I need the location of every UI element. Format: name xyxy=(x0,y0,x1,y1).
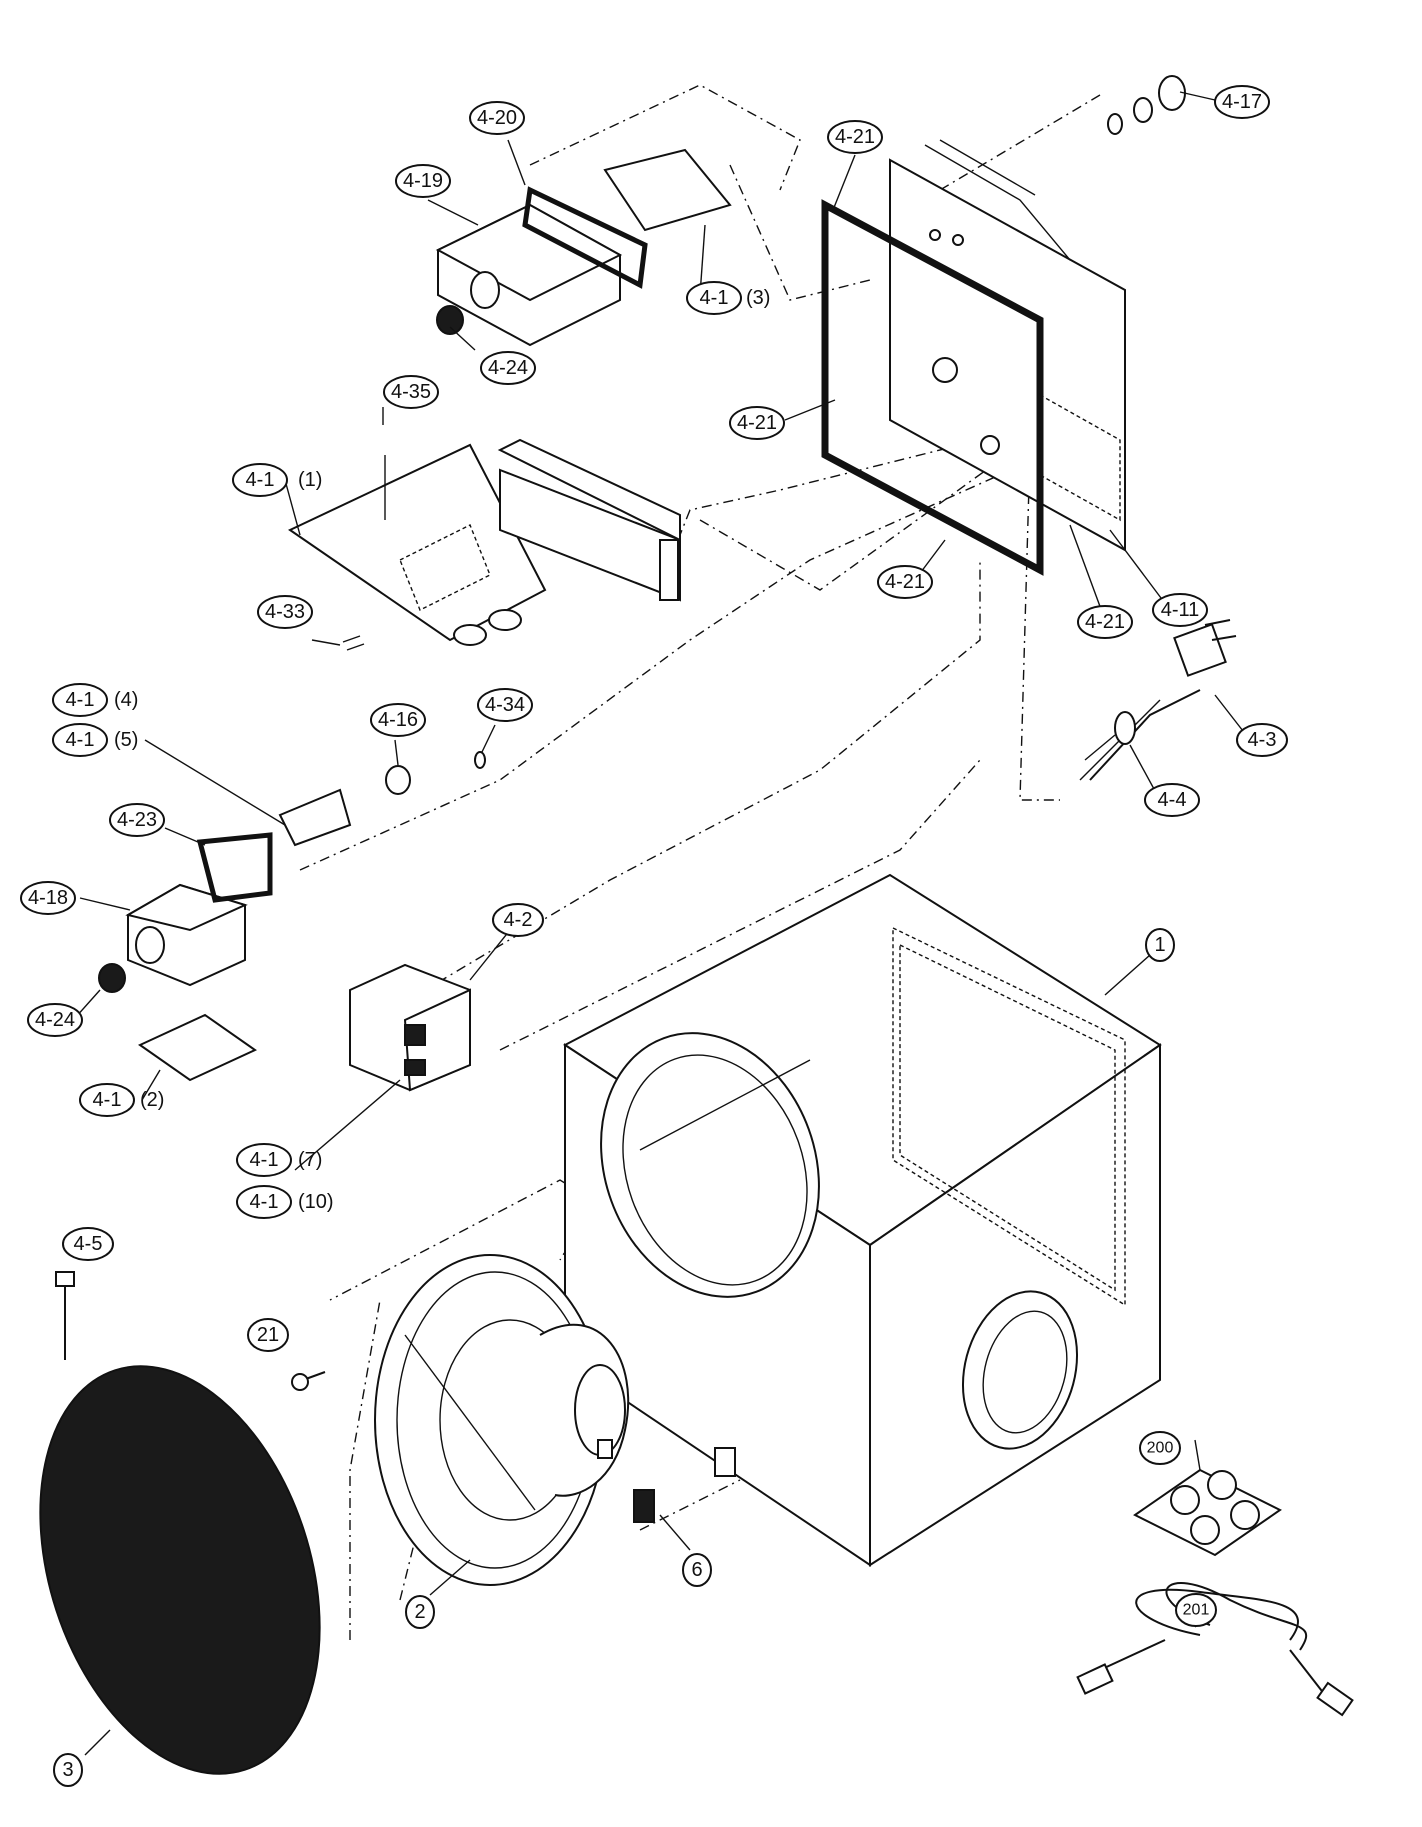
sub-label-7: (7) xyxy=(298,1149,322,1171)
svg-text:4-5: 4-5 xyxy=(74,1233,103,1255)
terminal-nut-parts xyxy=(1107,75,1186,135)
callout-leaders xyxy=(74,91,1251,1756)
callout-4-21-top: 4-21 xyxy=(827,120,883,154)
callout-4-16: 4-16 xyxy=(370,703,426,737)
speaker-grille xyxy=(39,1365,321,1775)
callout-4-2: 4-2 xyxy=(492,903,544,937)
sub-label-1: (1) xyxy=(298,469,322,491)
svg-text:4-1: 4-1 xyxy=(93,1089,122,1111)
svg-text:4-18: 4-18 xyxy=(28,887,68,909)
callout-3: 3 xyxy=(53,1753,83,1787)
callout-21: 21 xyxy=(247,1318,289,1352)
svg-text:4-33: 4-33 xyxy=(265,601,305,623)
callout-2: 2 xyxy=(405,1595,435,1629)
sub-label-2: (2) xyxy=(140,1089,164,1111)
callout-4-1-7: 4-1 xyxy=(236,1143,292,1177)
svg-text:4-35: 4-35 xyxy=(391,381,431,403)
svg-text:4-4: 4-4 xyxy=(1158,789,1187,811)
rca-cable xyxy=(1076,1582,1354,1717)
woofer-speaker xyxy=(374,1254,630,1586)
callout-4-11: 4-11 xyxy=(1152,593,1208,627)
callout-6: 6 xyxy=(682,1553,712,1587)
transformer xyxy=(349,963,471,1092)
svg-text:201: 201 xyxy=(1183,1602,1210,1619)
callout-4-21-lower-right: 4-21 xyxy=(1077,605,1133,639)
main-circuit-board xyxy=(288,438,681,651)
callout-4-1-10: 4-1 xyxy=(236,1185,292,1219)
callout-4-20: 4-20 xyxy=(469,101,525,135)
svg-text:6: 6 xyxy=(691,1559,702,1581)
svg-text:4-1: 4-1 xyxy=(246,469,275,491)
svg-text:4-21: 4-21 xyxy=(1085,611,1125,633)
callout-4-17: 4-17 xyxy=(1214,85,1270,119)
svg-text:4-21: 4-21 xyxy=(737,412,777,434)
callout-4-24-lower: 4-24 xyxy=(27,1003,83,1037)
svg-text:4-1: 4-1 xyxy=(700,287,729,309)
power-cord xyxy=(1079,619,1237,781)
svg-text:4-3: 4-3 xyxy=(1248,729,1277,751)
callout-4-1-1: 4-1 xyxy=(232,463,288,497)
svg-text:4-1: 4-1 xyxy=(250,1149,279,1171)
callout-4-5: 4-5 xyxy=(62,1227,114,1261)
svg-text:200: 200 xyxy=(1147,1440,1174,1457)
svg-text:4-19: 4-19 xyxy=(403,170,443,192)
svg-text:21: 21 xyxy=(257,1324,279,1346)
callout-4-3: 4-3 xyxy=(1236,723,1288,757)
sub-label-10: (10) xyxy=(298,1191,334,1213)
bolt-4-5 xyxy=(55,1271,75,1360)
callout-4-34: 4-34 xyxy=(477,688,533,722)
callout-4-24-upper: 4-24 xyxy=(480,351,536,385)
sub-label-4: (4) xyxy=(114,689,138,711)
svg-text:4-23: 4-23 xyxy=(117,809,157,831)
svg-text:4-11: 4-11 xyxy=(1161,599,1200,621)
svg-text:4-34: 4-34 xyxy=(485,694,525,716)
callout-4-33: 4-33 xyxy=(257,595,313,629)
svg-text:4-16: 4-16 xyxy=(378,709,418,731)
callout-4-23: 4-23 xyxy=(109,803,165,837)
subwoofer-cabinet xyxy=(563,873,1162,1567)
callout-201: 201 xyxy=(1175,1593,1217,1627)
callout-4-21-bottom: 4-21 xyxy=(877,565,933,599)
callout-4-1-3: 4-1 xyxy=(686,281,742,315)
control-box-lower xyxy=(98,751,486,1082)
callout-4-18: 4-18 xyxy=(20,881,76,915)
svg-text:1: 1 xyxy=(1154,934,1165,956)
svg-text:4-1: 4-1 xyxy=(250,1191,279,1213)
sub-label-5: (5) xyxy=(114,729,138,751)
callout-4-4: 4-4 xyxy=(1144,783,1200,817)
rear-panel-assembly xyxy=(821,139,1126,576)
callout-1: 1 xyxy=(1145,928,1175,962)
svg-text:4-21: 4-21 xyxy=(885,571,925,593)
sub-label-3: (3) xyxy=(746,287,770,309)
svg-text:4-24: 4-24 xyxy=(488,357,528,379)
callout-4-21-left: 4-21 xyxy=(729,406,785,440)
svg-text:4-20: 4-20 xyxy=(477,107,517,129)
label-plate xyxy=(633,1489,655,1523)
control-box-upper xyxy=(435,148,732,347)
svg-text:4-2: 4-2 xyxy=(504,909,533,931)
svg-text:2: 2 xyxy=(414,1601,425,1623)
callout-4-1-5: 4-1 xyxy=(52,723,108,757)
svg-text:4-24: 4-24 xyxy=(35,1009,75,1031)
svg-text:4-1: 4-1 xyxy=(66,729,95,751)
callout-200: 200 xyxy=(1139,1431,1181,1465)
callout-4-1-4: 4-1 xyxy=(52,683,108,717)
svg-text:3: 3 xyxy=(62,1759,73,1781)
callout-4-35: 4-35 xyxy=(383,375,439,409)
svg-text:4-1: 4-1 xyxy=(66,689,95,711)
callout-4-19: 4-19 xyxy=(395,164,451,198)
rubber-feet-sheet xyxy=(1133,1468,1282,1557)
screw-21 xyxy=(291,1371,326,1391)
callout-4-1-2: 4-1 xyxy=(79,1083,135,1117)
svg-text:4-17: 4-17 xyxy=(1222,91,1262,113)
svg-text:4-21: 4-21 xyxy=(835,126,875,148)
